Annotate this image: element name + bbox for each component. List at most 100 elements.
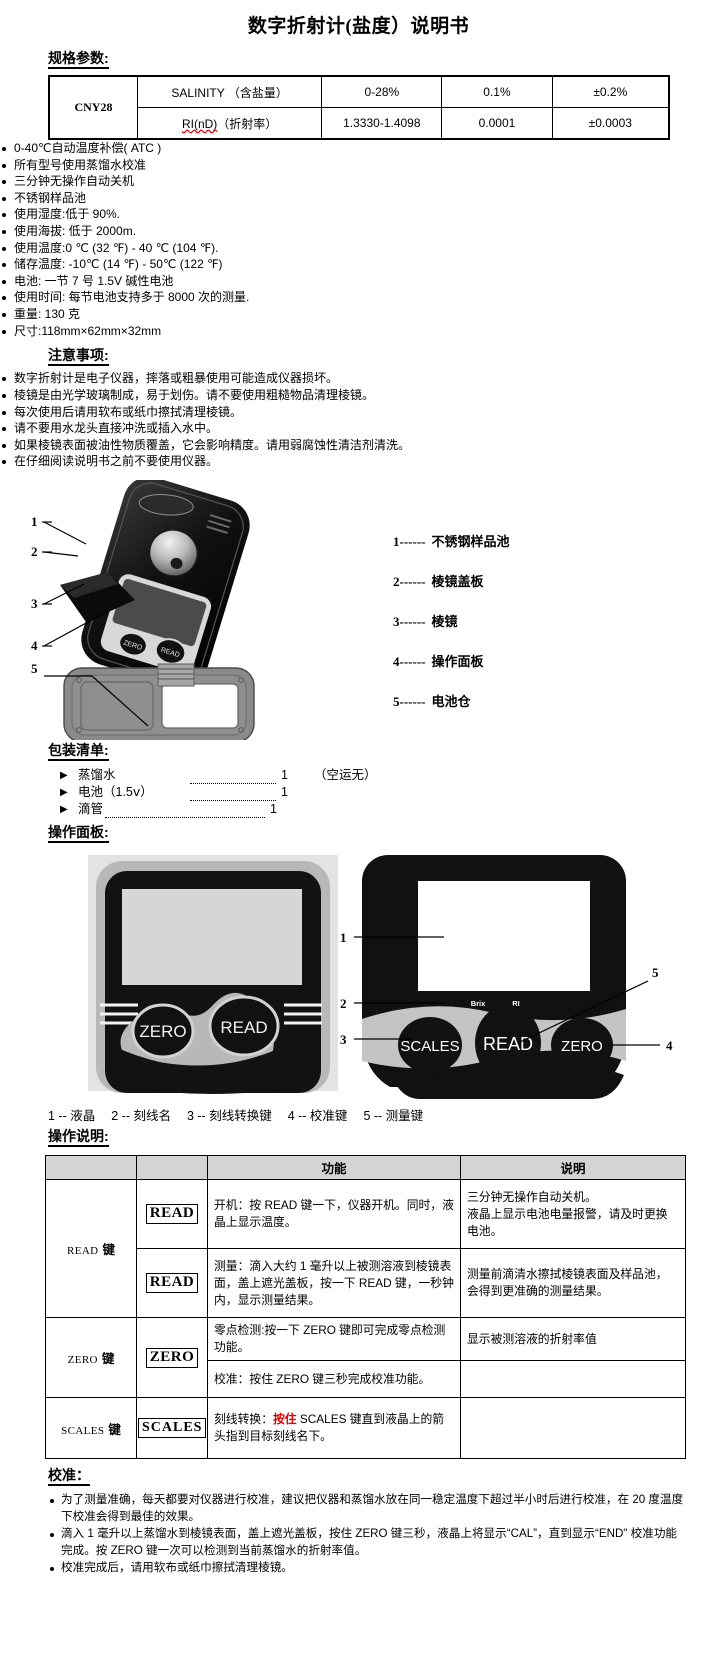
- list-item: 使用时间: 每节电池支持多于 8000 次的测量.: [0, 289, 717, 306]
- spec-name-cell: RI(nD)（折射率）: [136, 107, 323, 140]
- list-item: 电池（1.5ⅴ） 1: [60, 784, 717, 801]
- ops-description-cell: 测量前滴清水擦拭棱镜表面及样品池，会得到更准确的测量结果。: [460, 1248, 686, 1319]
- ops-function-cell: 开机：按 READ 键一下，仪器开机。同时，液晶上显示温度。: [207, 1179, 461, 1250]
- list-item: 滴管1: [60, 801, 717, 818]
- list-item: 每次使用后请用软布或纸巾擦拭清理棱镜。: [0, 404, 717, 421]
- ops-func-prefix: 刻线转换：: [214, 1412, 273, 1427]
- ops-header-function: 功能: [207, 1155, 461, 1181]
- ops-heading-wrap: 操作说明:: [0, 1128, 717, 1151]
- calibration-heading: 校准：: [48, 1467, 90, 1487]
- packing-item-qty: 1: [281, 784, 288, 799]
- ops-function-cell: 校准：按住 ZERO 键三秒完成校准功能。: [207, 1360, 461, 1399]
- legend-number: 1: [393, 533, 400, 549]
- ops-func-emphasis: 按住: [273, 1412, 297, 1427]
- leader-dots: [105, 806, 266, 818]
- ops-header-blank-2: [136, 1155, 208, 1181]
- ops-key-suffix: 键: [101, 1352, 115, 1367]
- read-button-glyph[interactable]: READ: [145, 1204, 199, 1225]
- ops-function-cell: 测量：滴入大约 1 毫升以上被测溶液到棱镜表面，盖上遮光盖板，按一下 READ …: [207, 1248, 461, 1319]
- list-item: 数字折射计是电子仪器，摔落或粗暴使用可能造成仪器损坏。: [0, 370, 717, 387]
- ops-key-suffix: 键: [108, 1422, 121, 1437]
- list-item: 蒸馏水 1 （空运无）: [60, 767, 717, 784]
- spec-ri-code: RI(nD): [181, 116, 218, 131]
- ops-function-cell: 零点检测:按一下 ZERO 键即可完成零点检测功能。: [207, 1317, 461, 1362]
- legend-row: 1------不锈钢样品池: [393, 532, 510, 572]
- table-row: CNY28 SALINITY （含盐量） 0-28% 0.1% ±0.2%: [48, 75, 670, 140]
- panel-heading: 操作面板:: [48, 824, 109, 844]
- device-illustration: ZERO READ: [31, 479, 255, 740]
- list-item: 不锈钢样品池: [0, 190, 717, 207]
- list-item: 为了测量准确，每天都要对仪器进行校准，建议把仪器和蒸馏水放在同一稳定温度下超过半…: [48, 1492, 688, 1525]
- notes-heading: 注意事项:: [48, 347, 109, 367]
- legend-row: 4------操作面板: [393, 652, 510, 692]
- panel-heading-wrap: 操作面板:: [0, 824, 717, 847]
- panel-right-ri-label: RI: [512, 999, 520, 1008]
- list-item: 使用湿度:低于 90%.: [0, 206, 717, 223]
- panel-illustrations: ZERO READ Brix RI SCALES READ ZERO: [88, 855, 673, 1100]
- spec-heading: 规格参数:: [48, 50, 109, 70]
- legend-label: 棱镜: [431, 613, 458, 629]
- panel-right-brix-label: Brix: [471, 999, 486, 1008]
- packing-heading-wrap: 包装清单:: [0, 742, 717, 765]
- panel-callout-2: 2: [340, 996, 347, 1011]
- legend-label: 操作面板: [431, 653, 484, 669]
- ops-key-suffix: 键: [102, 1243, 116, 1258]
- panel-right: Brix RI SCALES READ ZERO: [340, 855, 673, 1100]
- legend-dashes: ------: [399, 613, 426, 629]
- callout-number-2: 2: [31, 544, 38, 559]
- packing-item-name: 蒸馏水: [78, 767, 116, 782]
- ops-header-blank-1: [45, 1155, 137, 1181]
- ops-description-cell: 显示被测溶液的折射率值: [460, 1317, 686, 1362]
- legend-label: 电池仓: [431, 693, 471, 709]
- list-item: 重量: 130 克: [0, 306, 717, 323]
- spec-ri-label: （折射率）: [217, 116, 278, 131]
- ops-function-cell: 刻线转换：按住 SCALES 键直到液晶上的箭头指到目标刻线名下。: [207, 1397, 461, 1460]
- ops-key-name: READ: [66, 1245, 99, 1258]
- ops-func-rest: SCALES 键直到液晶上的箭头指到目标刻线名下。: [214, 1412, 445, 1444]
- list-item: 如果棱镜表面被油性物质覆盖，它会影响精度。请用弱腐蚀性清洁剂清洗。: [0, 437, 717, 454]
- panel-callout-5: 5: [652, 965, 659, 980]
- calibration-heading-wrap: 校准：: [0, 1467, 717, 1490]
- ops-description-cell: [460, 1397, 686, 1460]
- callout-number-1: 1: [31, 514, 38, 529]
- packing-heading: 包装清单:: [48, 742, 109, 761]
- legend-label: 不锈钢样品池: [431, 533, 510, 549]
- panel-callout-3: 3: [340, 1032, 347, 1047]
- ops-button-cell: READ: [136, 1179, 208, 1250]
- packing-item-note: （空运无）: [313, 767, 377, 782]
- legend-dashes: ------: [399, 573, 426, 589]
- read-button-glyph[interactable]: READ: [145, 1273, 199, 1294]
- table-row: READ 测量：滴入大约 1 毫升以上被测溶液到棱镜表面，盖上遮光盖板，按一下 …: [46, 1248, 686, 1319]
- legend-number: 2: [393, 573, 400, 589]
- list-item: 校准完成后，请用软布或纸巾擦拭清理棱镜。: [48, 1560, 688, 1577]
- ops-header-description: 说明: [460, 1155, 686, 1181]
- spec-table: CNY28 SALINITY （含盐量） 0-28% 0.1% ±0.2% RI…: [48, 75, 670, 141]
- legend-row: 3------棱镜: [393, 612, 510, 652]
- zero-button-glyph[interactable]: ZERO: [145, 1347, 199, 1368]
- list-item: 滴入 1 毫升以上蒸馏水到棱镜表面，盖上遮光盖板，按住 ZERO 键三秒，液晶上…: [48, 1526, 688, 1559]
- table-row: RI(nD)（折射率） 1.3330-1.4098 0.0001 ±0.0003: [49, 107, 670, 140]
- panel-caption-item: 3 -- 刻线转换键: [186, 1109, 272, 1124]
- ops-description-cell: [460, 1360, 686, 1399]
- device-legend: 1------不锈钢样品池 2------棱镜盖板 3------棱镜 4---…: [393, 532, 510, 732]
- packing-item-qty: 1: [281, 767, 288, 782]
- spec-heading-wrap: 规格参数:: [0, 50, 717, 73]
- ops-button-cell: READ: [136, 1248, 208, 1319]
- calibration-list: 为了测量准确，每天都要对仪器进行校准，建议把仪器和蒸馏水放在同一稳定温度下超过半…: [48, 1492, 688, 1577]
- panel-caption-item: 1 -- 液晶: [48, 1109, 96, 1124]
- scales-button-glyph[interactable]: SCALES: [138, 1418, 207, 1439]
- device-figure-block: ZERO READ: [0, 479, 717, 740]
- legend-row: 2------棱镜盖板: [393, 572, 510, 612]
- panel-right-read-label: READ: [483, 1034, 533, 1054]
- packing-item-name: 电池（1.5ⅴ）: [78, 784, 153, 799]
- callout-number-3: 3: [31, 596, 38, 611]
- list-item: 储存温度: -10℃ (14 ℉) - 50℃ (122 ℉): [0, 256, 717, 273]
- list-item: 电池: 一节 7 号 1.5V 碱性电池: [0, 273, 717, 290]
- ops-key-name: SCALES: [61, 1424, 105, 1437]
